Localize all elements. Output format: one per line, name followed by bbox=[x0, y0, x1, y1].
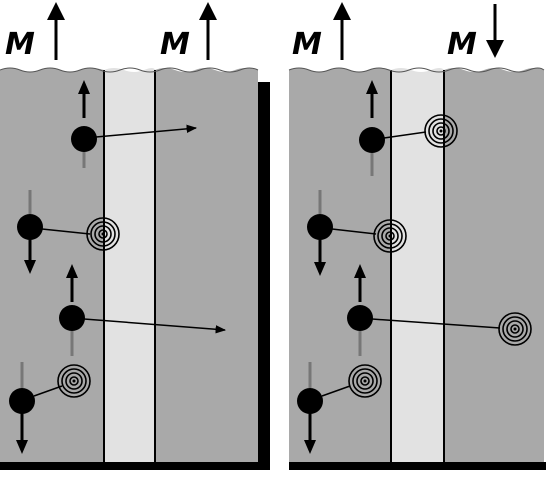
right-m-label-2: M bbox=[447, 27, 477, 62]
panel-right: M M bbox=[288, 2, 546, 470]
panel-left-shadow bbox=[258, 82, 270, 470]
panel-left: M M bbox=[0, 2, 270, 470]
right-m-label-1: M bbox=[292, 27, 322, 62]
left-electron-4 bbox=[9, 362, 91, 454]
right-spacer bbox=[391, 68, 444, 466]
right-bottom-edge bbox=[289, 462, 546, 470]
left-electron-3 bbox=[59, 264, 227, 356]
left-spacer bbox=[104, 68, 155, 466]
right-electron-1 bbox=[359, 80, 458, 176]
left-m-arrow-up-2-icon bbox=[199, 2, 217, 60]
left-electron-1 bbox=[71, 80, 198, 168]
right-electron-2 bbox=[307, 190, 407, 276]
left-m-label-2: M bbox=[160, 27, 190, 62]
right-ferromagnet-1 bbox=[289, 68, 391, 466]
right-m-arrow-up-icon bbox=[333, 2, 351, 60]
left-ferromagnet-2 bbox=[155, 68, 258, 466]
left-m-arrow-up-1-icon bbox=[47, 2, 65, 60]
left-bottom-edge bbox=[0, 462, 262, 470]
left-ferromagnet-1 bbox=[0, 68, 104, 466]
left-m-label-1: M bbox=[5, 27, 35, 62]
right-ferromagnet-2 bbox=[444, 68, 544, 466]
right-electron-4 bbox=[297, 362, 382, 454]
right-electron-3 bbox=[347, 264, 532, 356]
left-electron-2 bbox=[17, 190, 120, 274]
right-m-arrow-down-icon bbox=[486, 4, 504, 58]
